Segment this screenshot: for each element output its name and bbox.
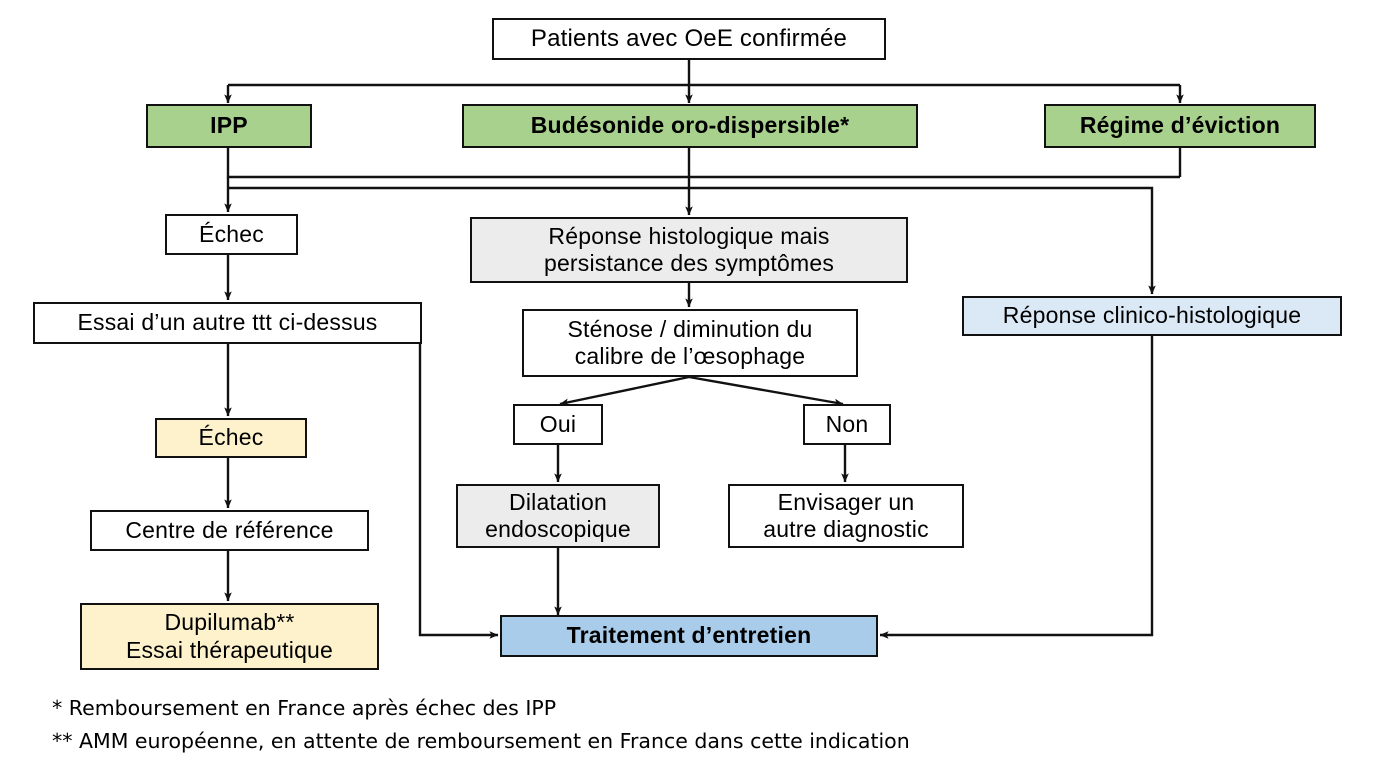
node-echec-2[interactable]: Échec	[155, 418, 307, 458]
node-stenose[interactable]: Sténose / diminution du calibre de l’œso…	[522, 309, 858, 377]
node-reponse-clinico-histologique[interactable]: Réponse clinico-histologique	[962, 296, 1342, 336]
node-reponse-histologique[interactable]: Réponse histologique mais persistance de…	[470, 217, 908, 283]
node-autre-diagnostic[interactable]: Envisager un autre diagnostic	[728, 484, 964, 548]
node-centre-reference[interactable]: Centre de référence	[90, 510, 369, 551]
footnote-1: * Remboursement en France après échec de…	[52, 696, 557, 720]
node-budesonide[interactable]: Budésonide oro-dispersible*	[462, 104, 918, 148]
node-non[interactable]: Non	[803, 404, 891, 445]
node-traitement-entretien[interactable]: Traitement d’entretien	[500, 615, 878, 657]
node-eviction[interactable]: Régime d’éviction	[1044, 104, 1316, 148]
footnotes: * Remboursement en France après échec de…	[52, 692, 910, 758]
node-echec-1[interactable]: Échec	[165, 214, 298, 255]
node-ppi[interactable]: IPP	[146, 104, 312, 148]
node-essai-autre-traitement[interactable]: Essai d’un autre ttt ci-dessus	[33, 302, 422, 344]
node-dupilumab[interactable]: Dupilumab** Essai thérapeutique	[80, 603, 379, 670]
node-dilatation-endoscopique[interactable]: Dilatation endoscopique	[456, 484, 660, 548]
footnote-2: ** AMM européenne, en attente de rembour…	[52, 729, 910, 754]
node-root[interactable]: Patients avec OeE confirmée	[492, 18, 886, 60]
node-oui[interactable]: Oui	[513, 404, 603, 445]
